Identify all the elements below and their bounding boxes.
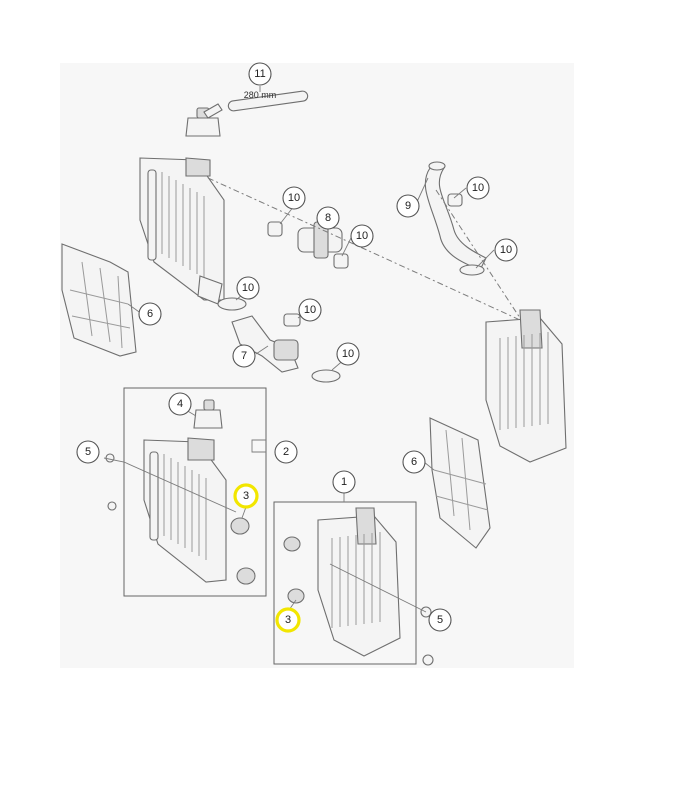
- callout-10-d: 10: [494, 238, 518, 262]
- bleed-screw-10: [283, 313, 301, 327]
- callout-9: 9: [396, 194, 420, 218]
- svg-text:3: 3: [243, 490, 249, 502]
- radiator-left-lower: [143, 437, 227, 583]
- svg-text:10: 10: [356, 230, 368, 242]
- radiator-cap-4: [193, 399, 223, 429]
- callout-8: 8: [316, 206, 340, 230]
- svg-text:8: 8: [325, 212, 331, 224]
- callout-5-left: 5: [76, 440, 100, 464]
- callout-11: 11: [248, 62, 272, 86]
- callout-7: 7: [232, 344, 256, 368]
- rubber-grommet-lower: [236, 567, 256, 585]
- callout-4: 4: [168, 392, 192, 416]
- svg-text:7: 7: [241, 350, 247, 362]
- svg-text:2: 2: [283, 446, 289, 458]
- svg-text:9: 9: [405, 200, 411, 212]
- clamp-right-upper: [447, 193, 463, 207]
- assembly-box-1: [273, 501, 417, 665]
- svg-text:1: 1: [341, 476, 347, 488]
- screw-5-left: [105, 453, 115, 463]
- callout-10-a: 10: [282, 186, 306, 210]
- screw-left-lower: [107, 501, 117, 511]
- clamp-middle-left: [217, 297, 247, 311]
- svg-text:5: 5: [437, 614, 443, 626]
- callout-1: 1: [332, 470, 356, 494]
- svg-text:10: 10: [342, 348, 354, 360]
- hose-11: [227, 90, 309, 112]
- svg-text:10: 10: [242, 282, 254, 294]
- svg-text:6: 6: [411, 456, 417, 468]
- svg-text:10: 10: [500, 244, 512, 256]
- callout-10-c: 10: [466, 176, 490, 200]
- callout-5-right: 5: [428, 608, 452, 632]
- dimension-label: 280 mm: [244, 90, 277, 100]
- clamp-right-lower: [459, 264, 485, 276]
- svg-text:10: 10: [472, 182, 484, 194]
- svg-text:5: 5: [85, 446, 91, 458]
- svg-text:3: 3: [285, 614, 291, 626]
- assembly-box-2: [123, 387, 267, 597]
- callout-3-highlighted-lower: 3: [275, 607, 301, 633]
- rubber-grommet-box1-lower: [287, 588, 305, 604]
- callout-6-right: 6: [402, 450, 426, 474]
- svg-text:10: 10: [288, 192, 300, 204]
- callout-10-g: 10: [336, 342, 360, 366]
- radiator-shroud-left: [61, 243, 137, 357]
- svg-text:4: 4: [177, 398, 183, 410]
- callout-3-highlighted-upper: 3: [233, 483, 259, 509]
- callout-2: 2: [274, 440, 298, 464]
- radiator-cap-top: [185, 103, 223, 137]
- radiator-left-upper: [139, 157, 225, 305]
- svg-text:10: 10: [304, 304, 316, 316]
- svg-text:11: 11: [254, 68, 265, 80]
- radiator-shroud-right: [429, 417, 491, 549]
- rubber-grommet-box1-upper: [283, 536, 301, 552]
- rubber-grommet-upper: [230, 517, 250, 535]
- radiator-right-upper: [485, 309, 567, 463]
- nut-right-lower: [422, 654, 434, 666]
- radiator-right-lower: [317, 507, 401, 657]
- callout-6-left: 6: [138, 302, 162, 326]
- callout-10-f: 10: [298, 298, 322, 322]
- clamp-middle-right: [311, 369, 341, 383]
- callout-10-b: 10: [350, 224, 374, 248]
- svg-text:6: 6: [147, 308, 153, 320]
- callout-10-e: 10: [236, 276, 260, 300]
